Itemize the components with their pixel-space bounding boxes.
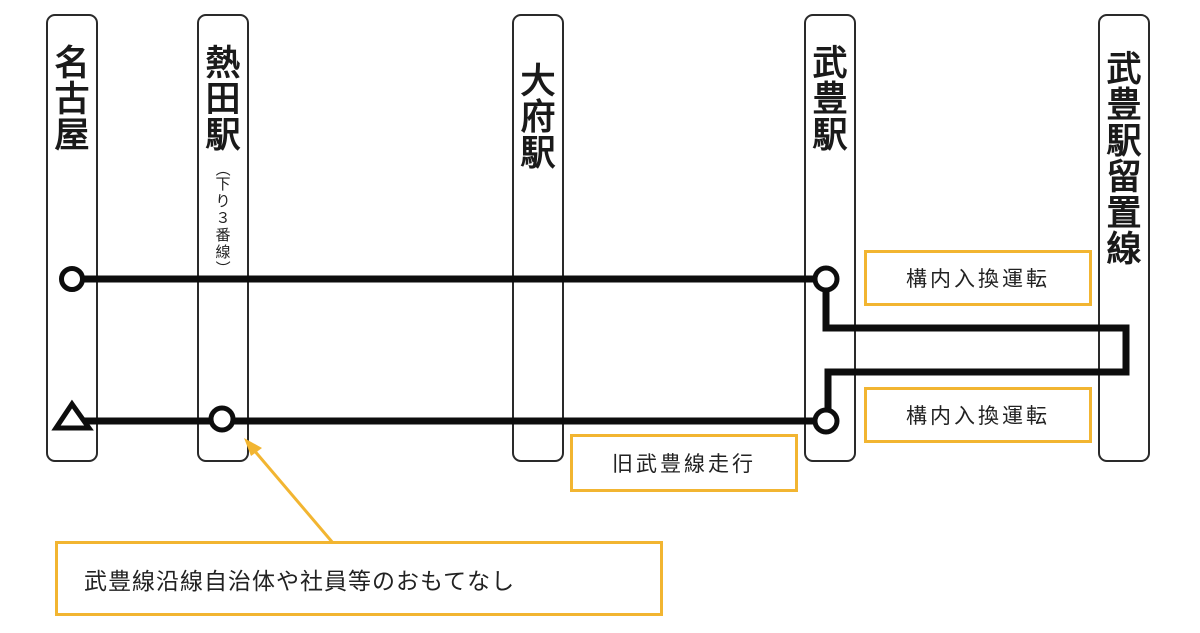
callout-text: 武豊線沿線自治体や社員等のおもてなし bbox=[84, 568, 516, 595]
callout-text: 構内入換運転 bbox=[906, 404, 1050, 428]
station-siding: 武豊駅留置線 bbox=[1098, 14, 1150, 462]
callout-arrow-icon bbox=[244, 438, 335, 544]
station-label: 名古屋 bbox=[54, 44, 90, 156]
taketoyo-lower-circle-icon bbox=[812, 407, 840, 435]
hospitality-callout: 武豊線沿線自治体や社員等のおもてなし bbox=[55, 541, 663, 616]
station-label: 大府駅 bbox=[520, 62, 556, 174]
station-label: 熱田駅 bbox=[205, 44, 241, 156]
atsuta-lower-circle-icon bbox=[208, 405, 236, 433]
nagoya-triangle-icon bbox=[51, 399, 94, 431]
old-line-callout: 旧武豊線走行 bbox=[570, 434, 798, 492]
station-label: 武豊駅 bbox=[812, 44, 848, 156]
callout-text: 旧武豊線走行 bbox=[612, 452, 756, 476]
callout-text: 構内入換運転 bbox=[906, 267, 1050, 291]
station-nagoya: 名古屋 bbox=[46, 14, 98, 462]
station-label: 武豊駅留置線 bbox=[1106, 50, 1142, 270]
shunt-upper-callout: 構内入換運転 bbox=[864, 250, 1092, 306]
nagoya-upper-circle-icon bbox=[59, 266, 85, 292]
station-taketoyo: 武豊駅 bbox=[804, 14, 856, 462]
station-obu: 大府駅 bbox=[512, 14, 564, 462]
taketoyo-upper-circle-icon bbox=[812, 265, 840, 293]
siding-loop bbox=[822, 279, 1130, 421]
shunt-lower-callout: 構内入換運転 bbox=[864, 387, 1092, 443]
